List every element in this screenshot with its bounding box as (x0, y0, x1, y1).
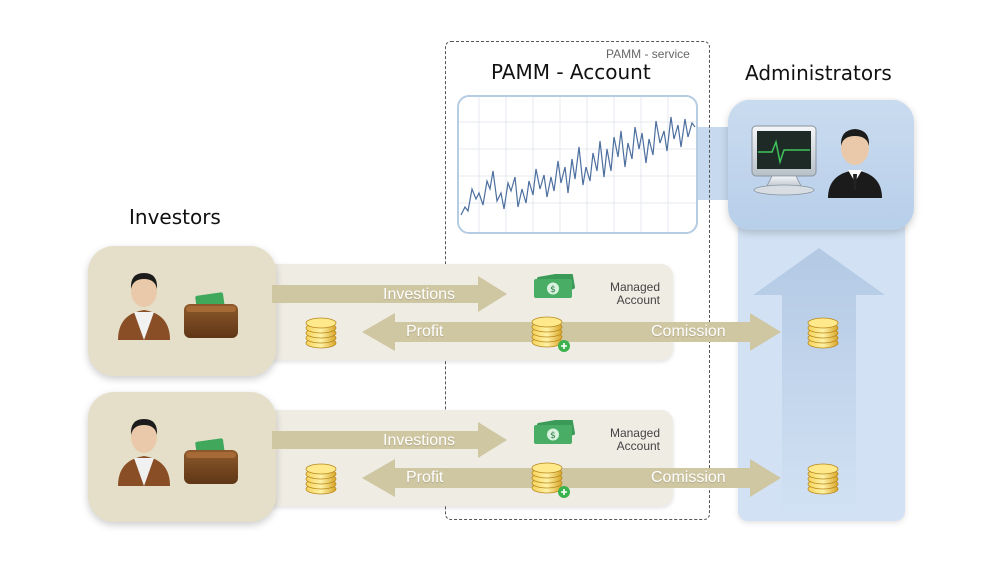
comission-arrow-1 (560, 313, 781, 351)
monitor-icon (751, 125, 817, 196)
coin-stack-icon (305, 463, 337, 495)
coin-stack-icon (807, 463, 839, 495)
investions-label-2: Investions (383, 432, 456, 449)
wallet-icon (184, 438, 238, 484)
money-bills-icon (534, 420, 576, 444)
money-bills-icon (534, 274, 576, 298)
wallet-icon (184, 292, 238, 338)
pamm-account-chart (457, 95, 698, 234)
managed-account-label-2: Managed Account (598, 427, 660, 453)
profit-label-2: Profit (406, 469, 444, 486)
investor-card-2 (88, 392, 276, 522)
coin-stack-icon (531, 462, 570, 498)
managed-account-line2: Account (616, 293, 660, 307)
comission-label-1: Comission (651, 323, 726, 340)
investor-person-icon (118, 419, 170, 486)
pamm-account-title: PAMM - Account (491, 60, 651, 84)
coin-stack-icon (807, 317, 839, 349)
investions-arrow-1 (272, 276, 507, 312)
profit-label-1: Profit (406, 323, 444, 340)
coin-stack-icon (305, 317, 337, 349)
pamm-service-label: PAMM - service (606, 47, 690, 61)
administrator-icon (828, 129, 882, 198)
managed-account-line1: Managed (609, 280, 660, 294)
comission-arrow-2 (560, 459, 781, 497)
chart-plot (459, 97, 696, 232)
investions-label-1: Investions (383, 286, 456, 303)
administrators-title: Administrators (745, 61, 892, 85)
chart-admin-connector (695, 127, 731, 200)
managed-account-line2: Account (616, 439, 660, 453)
comission-label-2: Comission (651, 469, 726, 486)
coin-stack-icon (531, 316, 570, 352)
managed-account-label-1: Managed Account (598, 281, 660, 307)
managed-account-line1: Managed (609, 426, 660, 440)
up-arrow (753, 248, 885, 518)
investor-card-1 (88, 246, 276, 376)
investions-arrow-2 (272, 422, 507, 458)
investors-title: Investors (129, 205, 221, 229)
investor-person-icon (118, 273, 170, 340)
chart-line (460, 116, 696, 216)
